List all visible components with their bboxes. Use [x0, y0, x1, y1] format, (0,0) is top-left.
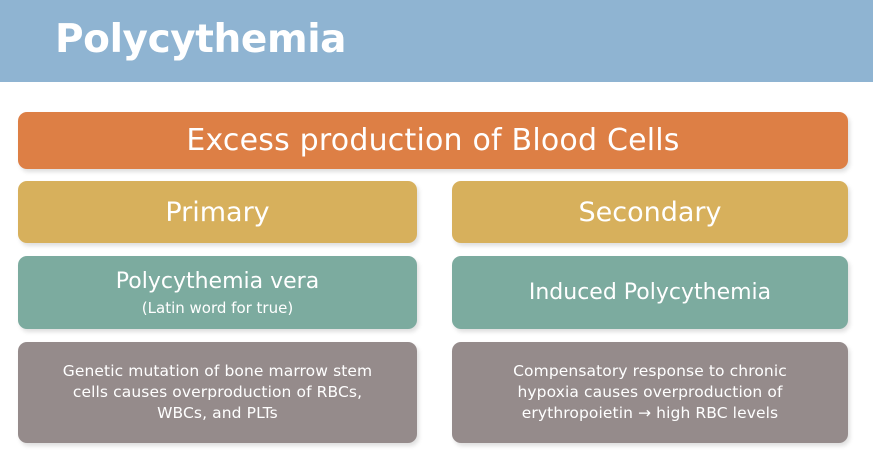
- banner-excess-production: Excess production of Blood Cells: [18, 112, 848, 169]
- name-box-induced-polycythemia: Induced Polycythemia: [452, 256, 848, 329]
- description-text-secondary: Compensatory response to chronic hypoxia…: [513, 362, 787, 422]
- category-box-secondary: Secondary: [452, 181, 848, 243]
- category-box-primary: Primary: [18, 181, 417, 243]
- category-label-primary: Primary: [165, 196, 270, 228]
- header-bar: [0, 0, 873, 82]
- name-label-secondary: Induced Polycythemia: [528, 280, 772, 305]
- name-note-primary: (Latin word for true): [141, 298, 294, 317]
- category-label-secondary: Secondary: [578, 196, 722, 228]
- description-box-secondary: Compensatory response to chronic hypoxia…: [452, 342, 848, 443]
- name-label-primary: Polycythemia vera: [115, 268, 320, 294]
- description-text-primary: Genetic mutation of bone marrow stem cel…: [62, 362, 373, 422]
- page-title: Polycythemia: [55, 17, 347, 62]
- name-box-polycythemia-vera: Polycythemia vera (Latin word for true): [18, 256, 417, 329]
- description-box-primary: Genetic mutation of bone marrow stem cel…: [18, 342, 417, 443]
- banner-label: Excess production of Blood Cells: [186, 123, 680, 158]
